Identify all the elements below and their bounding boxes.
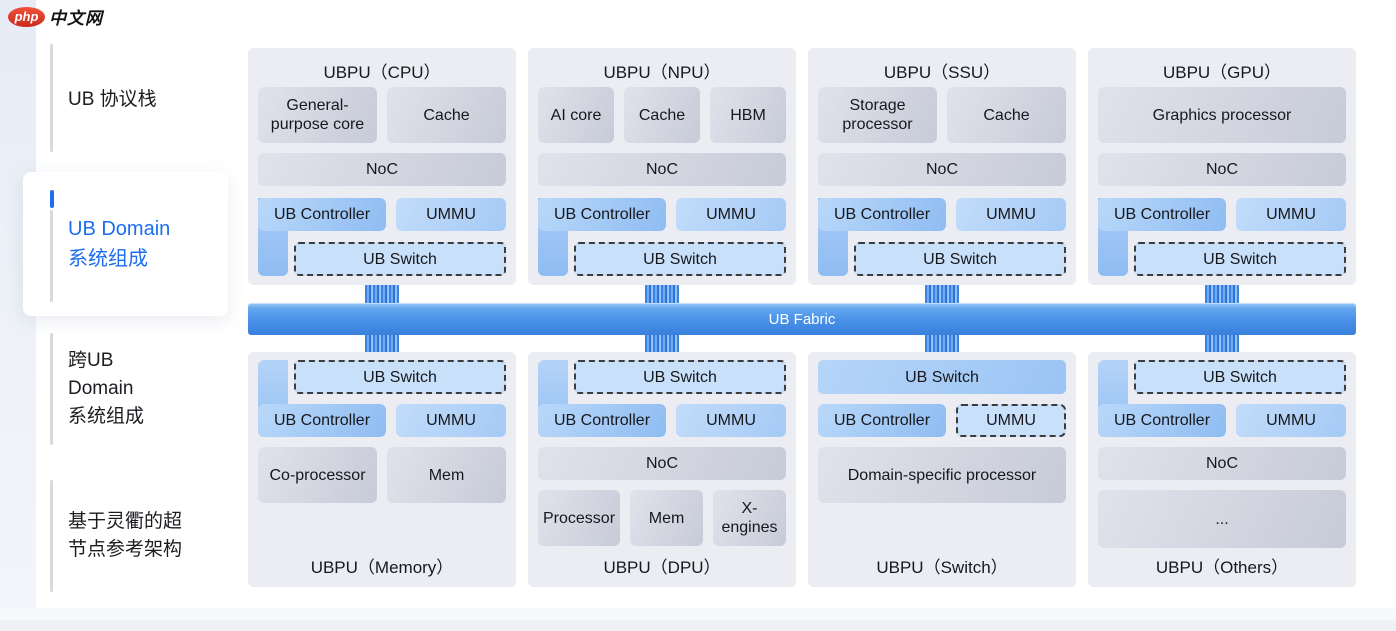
sidebar-item-cross-ub-domain[interactable]: 跨UB Domain 系统组成 xyxy=(68,350,145,427)
ub-controller: UB Controller xyxy=(538,198,666,231)
unit-cell: AI core xyxy=(538,87,614,143)
noc-bar: NoC xyxy=(818,153,1066,186)
unit-cell: Co-processor xyxy=(258,447,377,503)
ummu: UMMU xyxy=(956,404,1066,437)
ummu: UMMU xyxy=(676,198,786,231)
ummu: UMMU xyxy=(676,404,786,437)
sidebar-item-ub-protocol-stack[interactable]: UB 协议栈 xyxy=(68,89,157,110)
noc-bar: NoC xyxy=(1098,447,1346,480)
unit-cell: ... xyxy=(1098,490,1346,548)
active-accent-bar xyxy=(50,190,54,208)
unit-cell: Cache xyxy=(947,87,1066,143)
ub-domain-diagram: UBPU（CPU） General-purpose core Cache NoC… xyxy=(248,48,1356,588)
fabric-connector xyxy=(925,285,959,303)
unit-row: Storage processor Cache xyxy=(818,87,1066,143)
bottom-band-light xyxy=(0,608,1396,620)
unit-row: AI core Cache HBM xyxy=(538,87,786,143)
unit-cell: Processor xyxy=(538,490,621,546)
fabric-connector xyxy=(1205,285,1239,303)
fabric-connector xyxy=(365,335,399,352)
unit-cell: HBM xyxy=(710,87,786,143)
ubpu-card-ssu: UBPU（SSU） Storage processor Cache NoC UB… xyxy=(808,48,1076,285)
ubpu-card-gpu: UBPU（GPU） Graphics processor NoC UB Cont… xyxy=(1088,48,1356,285)
php-logo-badge: php xyxy=(8,6,45,27)
ummu: UMMU xyxy=(1236,198,1346,231)
ub-fabric-bar: UB Fabric xyxy=(248,303,1356,335)
unit-cell: Domain-specific processor xyxy=(818,447,1066,503)
ub-switch: UB Switch xyxy=(294,360,506,394)
card-title: UBPU（Memory） xyxy=(310,558,454,577)
noc-bar: NoC xyxy=(538,153,786,186)
ubpu-card-others: UB Switch UB Controller UMMU NoC ... UBP… xyxy=(1088,352,1356,587)
unit-cell: Cache xyxy=(624,87,700,143)
ubpu-card-memory: UB Switch UB Controller UMMU Co-processo… xyxy=(248,352,516,587)
card-title: UBPU（CPU） xyxy=(323,63,441,82)
ummu: UMMU xyxy=(1236,404,1346,437)
noc-bar: NoC xyxy=(538,447,786,480)
nav-rule xyxy=(50,333,53,445)
unit-cell: General-purpose core xyxy=(258,87,377,143)
fabric-connector xyxy=(925,335,959,352)
site-logo[interactable]: php 中文网 xyxy=(8,4,103,29)
sidebar-item-ub-domain-active[interactable]: UB Domain 系统组成 xyxy=(23,172,228,316)
unit-cell: Graphics processor xyxy=(1098,87,1346,143)
card-title: UBPU（Others） xyxy=(1155,558,1289,577)
ub-controller: UB Controller xyxy=(1098,404,1226,437)
fabric-connector xyxy=(645,285,679,303)
fabric-connector xyxy=(365,285,399,303)
ubpu-card-cpu: UBPU（CPU） General-purpose core Cache NoC… xyxy=(248,48,516,285)
unit-cell: Storage processor xyxy=(818,87,937,143)
sidebar-item-supernode-architecture[interactable]: 基于灵衢的超 节点参考架构 xyxy=(68,511,183,560)
unit-cell: Cache xyxy=(387,87,506,143)
nav-rule xyxy=(50,44,53,152)
sidebar-item-ub-domain-label: UB Domain 系统组成 xyxy=(68,218,171,270)
noc-bar: NoC xyxy=(1098,153,1346,186)
ub-controller: UB Controller xyxy=(538,404,666,437)
bottom-band-grey xyxy=(0,620,1396,631)
noc-bar: NoC xyxy=(258,153,506,186)
fabric-connector xyxy=(1205,335,1239,352)
unit-row: Graphics processor xyxy=(1098,87,1346,143)
ub-controller: UB Controller xyxy=(258,198,386,231)
nav-rule xyxy=(50,480,53,592)
ub-switch: UB Switch xyxy=(818,360,1066,394)
nav-rule xyxy=(50,210,53,302)
ub-switch: UB Switch xyxy=(574,242,786,276)
ummu: UMMU xyxy=(956,198,1066,231)
unit-cell: X-engines xyxy=(713,490,786,546)
ub-controller: UB Controller xyxy=(818,198,946,231)
ub-controller: UB Controller xyxy=(818,404,946,437)
ubpu-card-npu: UBPU（NPU） AI core Cache HBM NoC UB Contr… xyxy=(528,48,796,285)
ub-switch: UB Switch xyxy=(1134,242,1346,276)
unit-row: Co-processor Mem xyxy=(258,447,506,503)
fabric-connector xyxy=(645,335,679,352)
ubpu-card-dpu: UB Switch UB Controller UMMU NoC Process… xyxy=(528,352,796,587)
ub-switch: UB Switch xyxy=(1134,360,1346,394)
card-title: UBPU（NPU） xyxy=(603,63,721,82)
site-logo-text: 中文网 xyxy=(49,9,103,28)
ub-switch: UB Switch xyxy=(294,242,506,276)
ubpu-card-switch: UB Switch UB Controller UMMU Domain-spec… xyxy=(808,352,1076,587)
card-title: UBPU（SSU） xyxy=(883,63,1001,82)
unit-row: Processor Mem X-engines xyxy=(538,490,786,546)
ub-switch: UB Switch xyxy=(574,360,786,394)
card-title: UBPU（Switch） xyxy=(876,558,1008,577)
ummu: UMMU xyxy=(396,198,506,231)
ub-controller: UB Controller xyxy=(258,404,386,437)
ummu: UMMU xyxy=(396,404,506,437)
ub-switch: UB Switch xyxy=(854,242,1066,276)
card-title: UBPU（GPU） xyxy=(1162,63,1282,82)
ub-controller: UB Controller xyxy=(1098,198,1226,231)
unit-cell: Mem xyxy=(387,447,506,503)
card-title: UBPU（DPU） xyxy=(603,558,721,577)
unit-row: General-purpose core Cache xyxy=(258,87,506,143)
unit-cell: Mem xyxy=(630,490,704,546)
